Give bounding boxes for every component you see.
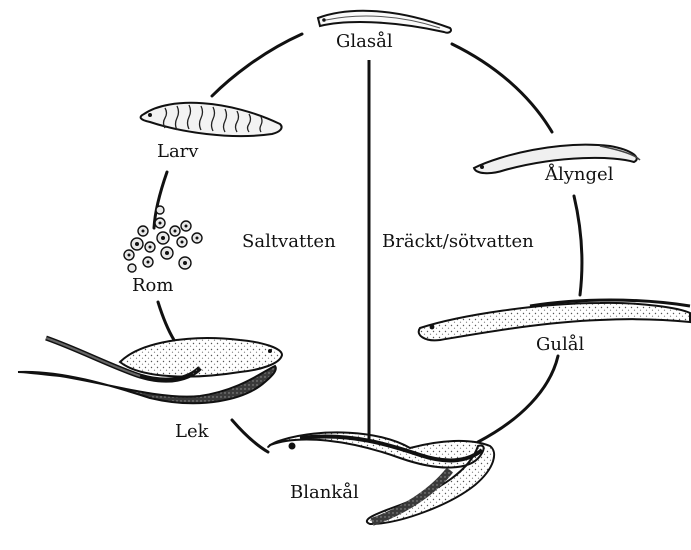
- label-larv: Larv: [157, 143, 198, 161]
- spawning-eels: [18, 338, 282, 403]
- label-blankal: Blankål: [290, 484, 359, 502]
- label-saltvatten: Saltvatten: [242, 233, 336, 251]
- arc-glasal-larv: [212, 34, 302, 96]
- blankal-eel: [268, 432, 494, 524]
- glasal-eel: [318, 11, 451, 33]
- arc-glasal-alyngel: [452, 44, 552, 132]
- arc-blankal-gulal: [478, 356, 558, 442]
- label-alyngel: Ålyngel: [545, 166, 613, 184]
- label-gulal: Gulål: [536, 336, 584, 354]
- label-glasal: Glasål: [336, 33, 393, 51]
- label-lek: Lek: [175, 423, 209, 441]
- label-rom: Rom: [132, 277, 173, 295]
- arc-alyngel-gulal: [574, 196, 582, 295]
- arc-rom-lek: [158, 302, 174, 340]
- arc-lek-blankal: [232, 420, 268, 452]
- label-brackt-sotvatten: Bräckt/sötvatten: [382, 233, 534, 251]
- larva-leaf: [141, 103, 282, 136]
